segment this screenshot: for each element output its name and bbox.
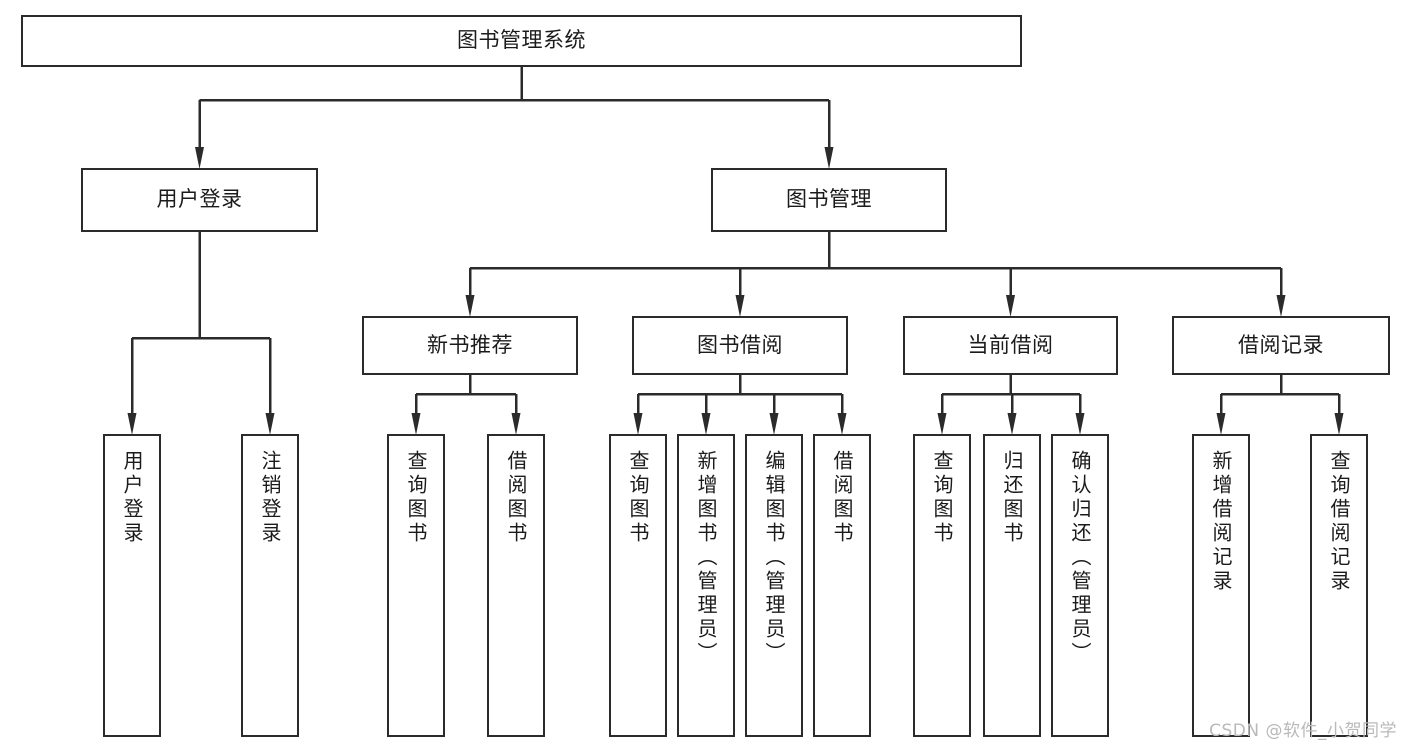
node-leaf-borrow-book-1[interactable]: 借阅图书 (487, 434, 545, 737)
node-label: 图书管理系统 (457, 28, 586, 53)
node-leaf-query-borrow-record[interactable]: 查询借阅记录 (1310, 434, 1368, 737)
node-current-borrow[interactable]: 当前借阅 (903, 316, 1118, 375)
node-label: 用户登录 (120, 450, 144, 546)
node-label: 借阅图书 (504, 450, 528, 546)
node-root-system[interactable]: 图书管理系统 (21, 15, 1022, 67)
node-label: 新书推荐 (427, 332, 513, 357)
node-label: 注销登录 (258, 450, 282, 546)
node-label: 用户登录 (156, 187, 243, 212)
node-label: 归还图书 (1000, 450, 1024, 546)
node-new-book-recommend[interactable]: 新书推荐 (362, 316, 578, 375)
node-leaf-edit-book-admin[interactable]: 编辑图书（管理员） (745, 434, 803, 737)
node-label: 编辑图书（管理员） (762, 450, 786, 666)
node-leaf-add-borrow-record[interactable]: 新增借阅记录 (1192, 434, 1250, 737)
node-leaf-confirm-return-admin[interactable]: 确认归还（管理员） (1051, 434, 1109, 737)
node-label: 查询图书 (626, 450, 650, 546)
node-leaf-query-book-3[interactable]: 查询图书 (913, 434, 971, 737)
node-book-borrow[interactable]: 图书借阅 (632, 316, 848, 375)
node-label: 查询图书 (930, 450, 954, 546)
node-leaf-return-book[interactable]: 归还图书 (983, 434, 1041, 737)
node-label: 新增借阅记录 (1209, 450, 1233, 594)
node-leaf-logout[interactable]: 注销登录 (241, 434, 299, 737)
node-label: 借阅图书 (830, 450, 854, 546)
node-label: 查询图书 (404, 450, 428, 546)
node-label: 图书借阅 (697, 332, 783, 357)
watermark-text: CSDN @软件_小贺同学 (1209, 721, 1397, 741)
node-leaf-query-book-1[interactable]: 查询图书 (387, 434, 445, 737)
node-label: 借阅记录 (1238, 332, 1324, 357)
node-borrow-record[interactable]: 借阅记录 (1172, 316, 1390, 375)
node-label: 当前借阅 (967, 332, 1054, 357)
node-user-login[interactable]: 用户登录 (81, 168, 318, 232)
node-label: 查询借阅记录 (1327, 450, 1351, 594)
node-label: 新增图书（管理员） (694, 450, 718, 666)
node-book-management[interactable]: 图书管理 (711, 168, 947, 232)
node-label: 图书管理 (786, 187, 872, 212)
node-leaf-query-book-2[interactable]: 查询图书 (609, 434, 667, 737)
node-leaf-user-login[interactable]: 用户登录 (103, 434, 161, 737)
node-leaf-borrow-book-2[interactable]: 借阅图书 (813, 434, 871, 737)
node-leaf-add-book-admin[interactable]: 新增图书（管理员） (677, 434, 735, 737)
node-label: 确认归还（管理员） (1068, 450, 1092, 666)
